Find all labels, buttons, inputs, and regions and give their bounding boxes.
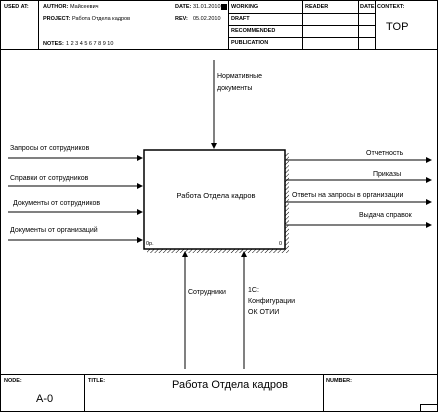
header-divider-1 — [38, 0, 39, 49]
header-bottom-rule — [0, 49, 438, 50]
project-value: Работа Отдела кадров — [72, 16, 131, 22]
context-value: TOP — [386, 21, 409, 33]
header-divider-2 — [228, 0, 229, 49]
status-draft: DRAFT — [231, 16, 250, 22]
mechanism-label-1c-line-1: 1С: — [248, 287, 259, 294]
footer-top-rule — [0, 374, 438, 375]
control-label-line-2: документы — [217, 85, 253, 92]
context-label: CONTEXT: — [377, 4, 405, 10]
date-column-label: DATE — [360, 4, 375, 10]
output-label-answers: Ответы на запросы в организации — [292, 192, 404, 199]
activity-label: Работа Отдела кадров — [176, 191, 256, 200]
header-divider-3 — [302, 0, 303, 49]
header-divider-4 — [358, 0, 359, 49]
number-label: NUMBER: — [326, 378, 352, 384]
mechanism-label-1c-line-3: ОК ОТИИ — [248, 309, 280, 316]
date-label: DATE: — [175, 4, 192, 10]
status-row-rule-1 — [228, 13, 375, 14]
output-label-issuing: Выдача справок — [359, 212, 412, 219]
working-status-marker — [221, 4, 227, 10]
node-label: NODE: — [4, 378, 22, 384]
date-value: 31.01.2010 — [193, 4, 221, 10]
status-recommended: RECOMMENDED — [231, 28, 276, 34]
activity-number: 0р. — [146, 241, 154, 247]
rev-label: REV: — [175, 16, 188, 22]
title-value: Работа Отдела кадров — [171, 379, 288, 391]
author-value: Майсеевич — [70, 4, 99, 10]
activity-corner-number: 0 — [279, 241, 283, 247]
notes-value: 1 2 3 4 5 6 7 8 9 10 — [66, 41, 114, 47]
reader-label: READER — [305, 4, 329, 10]
author-label: AUTHOR: — [43, 4, 69, 10]
footer-divider-1 — [84, 374, 85, 412]
status-working: WORKING — [231, 4, 259, 10]
footer-corner-mark — [420, 404, 438, 412]
mechanism-label-1c-line-2: Конфигурации — [248, 298, 296, 305]
control-label-line-1: Нормативные — [217, 73, 263, 80]
title-label: TITLE: — [88, 378, 106, 384]
used-at-label: USED AT: — [4, 4, 29, 10]
status-row-rule-2 — [228, 25, 375, 26]
output-label-orders: Приказы — [373, 171, 402, 178]
project-label: PROJECT: — [43, 16, 71, 22]
footer-divider-2 — [323, 374, 324, 412]
input-label-certificates: Справки от сотрудников — [10, 175, 89, 182]
input-label-org-docs: Документы от организаций — [10, 227, 98, 234]
status-row-rule-3 — [228, 37, 375, 38]
node-value: A-0 — [36, 393, 54, 405]
activity-box[interactable] — [143, 149, 286, 250]
header-divider-5 — [375, 0, 376, 49]
status-publication: PUBLICATION — [231, 40, 269, 46]
mechanism-label-employees: Сотрудники — [188, 289, 226, 296]
rev-value: 05.02.2010 — [193, 16, 221, 22]
input-label-employee-docs: Документы от сотрудников — [13, 200, 101, 207]
output-label-reporting: Отчетность — [366, 150, 404, 157]
input-label-requests: Запросы от сотрудников — [10, 145, 90, 152]
notes-label: NOTES: — [43, 41, 64, 47]
